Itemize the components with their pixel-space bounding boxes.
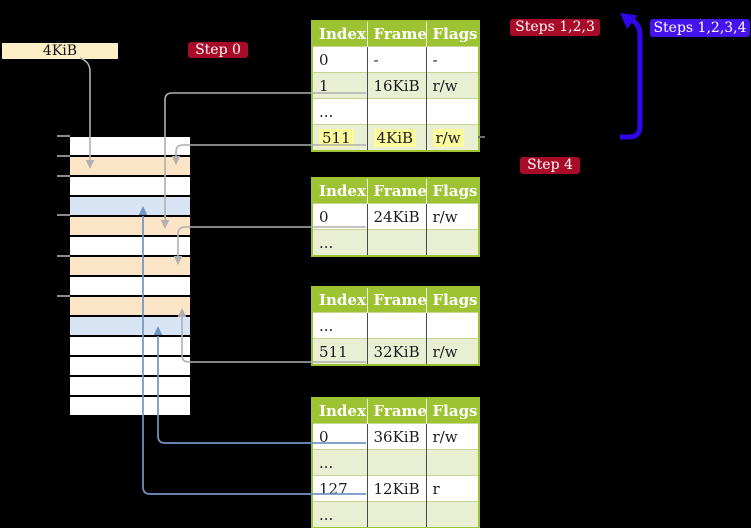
cell-frame (367, 312, 427, 339)
memory-row (70, 155, 190, 175)
table-row: 0 - - (312, 46, 479, 73)
col-header-frame: Frame (367, 21, 427, 47)
cell-frame: 4KiB (367, 124, 427, 151)
cell-index: ... (312, 449, 368, 476)
memory-row (70, 135, 190, 155)
memory-tick (57, 155, 70, 157)
cell-flags: r/w (426, 124, 479, 151)
cell-flags: r/w (426, 338, 479, 365)
page-size-label: 4KiB (2, 43, 118, 59)
table-row: 1 16KiB r/w (312, 72, 479, 99)
highlighted-value: 511 (319, 128, 354, 147)
cell-frame: 24KiB (367, 203, 427, 230)
col-header-frame: Frame (367, 287, 427, 313)
table-row: ... (312, 229, 479, 256)
page-table-1: Index Frame Flags 0 - - 1 16KiB r/w ... … (311, 20, 480, 152)
col-header-index: Index (312, 21, 368, 47)
memory-row (70, 295, 190, 315)
cell-flags (426, 229, 479, 256)
table-row: ... (312, 312, 479, 339)
highlighted-value: 4KiB (373, 128, 417, 147)
arrow-steps-loop (620, 18, 643, 140)
cell-index: 1 (312, 72, 368, 99)
cell-frame: 16KiB (367, 72, 427, 99)
memory-tick (57, 214, 70, 216)
cell-flags (426, 449, 479, 476)
cell-frame: 36KiB (367, 423, 427, 450)
table-row: 127 12KiB r (312, 475, 479, 502)
cell-flags: - (426, 46, 479, 73)
cell-frame (367, 98, 427, 125)
cell-index: 0 (312, 203, 368, 230)
step4-badge: Step 4 (520, 157, 580, 174)
memory-row (70, 255, 190, 275)
table-header-row: Index Frame Flags (312, 178, 479, 204)
table-row: ... (312, 98, 479, 125)
cell-flags (426, 312, 479, 339)
cell-index: ... (312, 229, 368, 256)
physical-memory-stack (70, 135, 190, 417)
memory-row (70, 375, 190, 395)
memory-row (70, 395, 190, 415)
cell-index: ... (312, 98, 368, 125)
page-table-4: Index Frame Flags 0 36KiB r/w ... 127 12… (311, 397, 480, 528)
cell-index: ... (312, 312, 368, 339)
cell-frame: - (367, 46, 427, 73)
arrowhead-icon (620, 13, 638, 29)
cell-index: 511 (312, 338, 368, 365)
cell-index: 511 (312, 124, 368, 151)
cell-flags (426, 98, 479, 125)
cell-frame (367, 501, 427, 528)
memory-row (70, 315, 190, 335)
col-header-flags: Flags (426, 178, 479, 204)
cell-frame (367, 449, 427, 476)
col-header-flags: Flags (426, 21, 479, 47)
cell-flags: r/w (426, 423, 479, 450)
cell-frame: 32KiB (367, 338, 427, 365)
page-table-2: Index Frame Flags 0 24KiB r/w ... (311, 177, 480, 257)
highlighted-value: r/w (432, 128, 464, 147)
cell-index: 0 (312, 423, 368, 450)
table-row: 0 36KiB r/w (312, 423, 479, 450)
cell-index: 0 (312, 46, 368, 73)
table-header-row: Index Frame Flags (312, 398, 479, 424)
cell-frame: 12KiB (367, 475, 427, 502)
cell-flags: r/w (426, 72, 479, 99)
cell-index: 127 (312, 475, 368, 502)
col-header-frame: Frame (367, 178, 427, 204)
col-header-frame: Frame (367, 398, 427, 424)
table-row: 511 32KiB r/w (312, 338, 479, 365)
memory-row (70, 235, 190, 255)
col-header-index: Index (312, 287, 368, 313)
page-table-3: Index Frame Flags ... 511 32KiB r/w (311, 286, 480, 366)
table-row-highlighted: 511 4KiB r/w (312, 124, 479, 151)
cell-frame (367, 229, 427, 256)
col-header-index: Index (312, 398, 368, 424)
steps123-badge: Steps 1,2,3 (510, 19, 600, 36)
table-row: 0 24KiB r/w (312, 203, 479, 230)
table-row: ... (312, 449, 479, 476)
memory-tick (57, 295, 70, 297)
memory-row (70, 175, 190, 195)
table-header-row: Index Frame Flags (312, 21, 479, 47)
memory-tick (57, 255, 70, 257)
table-header-row: Index Frame Flags (312, 287, 479, 313)
cell-flags: r (426, 475, 479, 502)
memory-row (70, 215, 190, 235)
cell-flags (426, 501, 479, 528)
steps1234-badge: Steps 1,2,3,4 (650, 19, 750, 37)
step0-badge: Step 0 (188, 42, 248, 58)
memory-row (70, 335, 190, 355)
col-header-index: Index (312, 178, 368, 204)
col-header-flags: Flags (426, 287, 479, 313)
memory-row (70, 355, 190, 375)
memory-tick (57, 135, 70, 137)
cell-index: ... (312, 501, 368, 528)
col-header-flags: Flags (426, 398, 479, 424)
memory-tick (57, 175, 70, 177)
memory-row (70, 275, 190, 295)
memory-row (70, 195, 190, 215)
cell-flags: r/w (426, 203, 479, 230)
table-row: ... (312, 501, 479, 528)
